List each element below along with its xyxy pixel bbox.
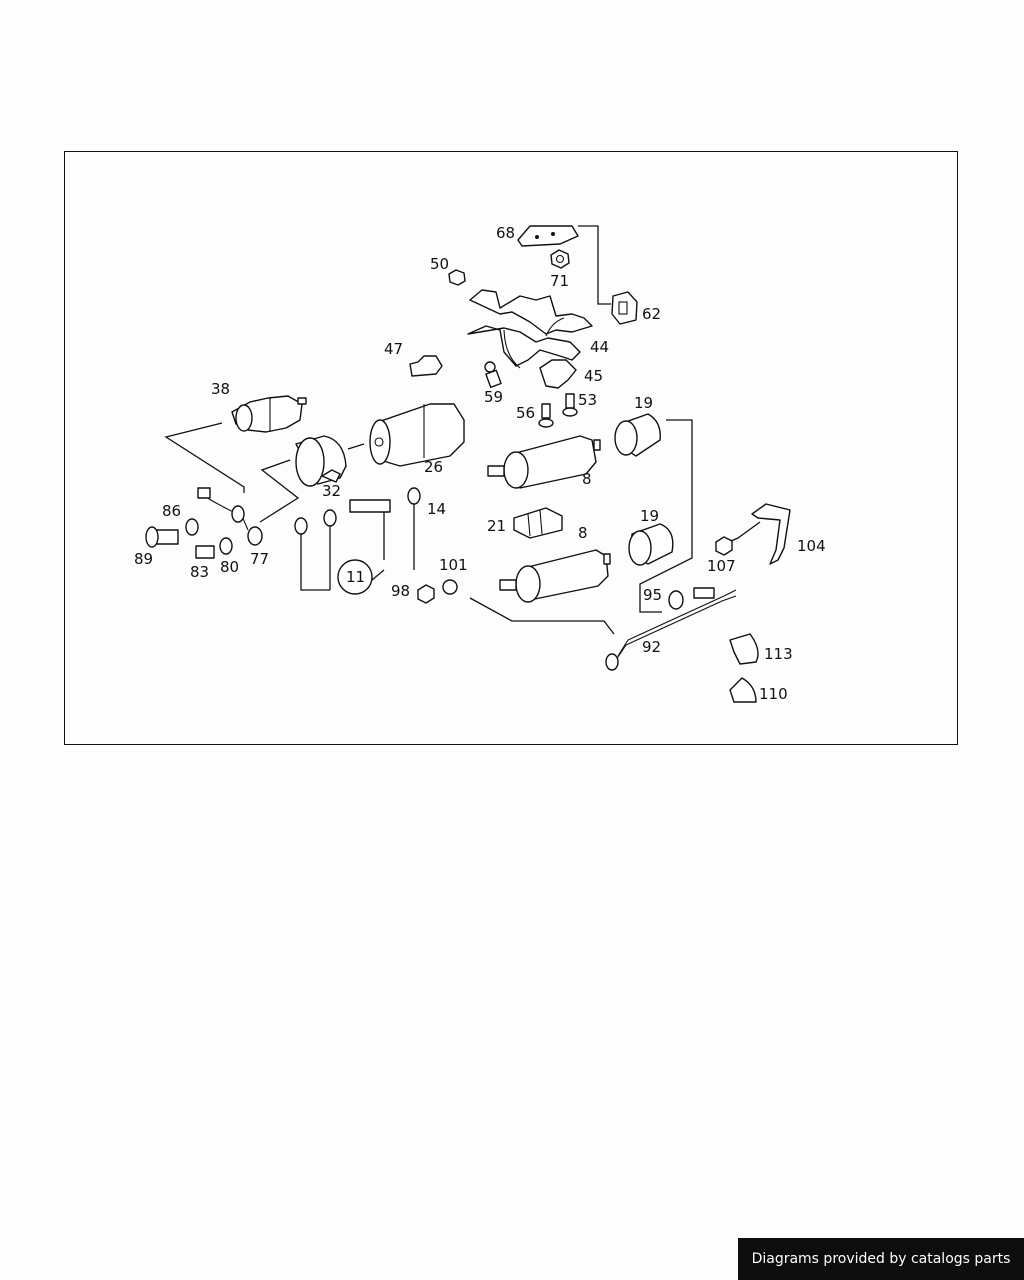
union-part-11c — [349, 499, 391, 513]
parts-diagram-frame — [64, 151, 958, 745]
washer-part-80 — [219, 537, 233, 555]
label-92: 92 — [642, 638, 661, 656]
label-68: 68 — [496, 224, 515, 242]
label-50: 50 — [430, 255, 449, 273]
bolt-part-53 — [562, 393, 578, 417]
lock-washer-part-101 — [442, 579, 458, 595]
strap-bracket-part-44 — [467, 289, 593, 369]
seal-ring-part-11a — [294, 517, 308, 535]
nut-part-98 — [417, 584, 435, 604]
label-14: 14 — [427, 500, 446, 518]
fuel-pump-part-8b — [499, 549, 611, 603]
clamp-ring-part-32 — [295, 435, 347, 487]
nut-part-71 — [550, 249, 570, 269]
hose-clamp-part-95 — [668, 590, 684, 610]
label-89: 89 — [134, 550, 153, 568]
clamp-part-45 — [539, 359, 577, 389]
bolt-part-56 — [538, 403, 554, 428]
mount-part-62 — [611, 291, 638, 325]
seal-ring-part-14 — [407, 487, 421, 505]
bracket-part-68 — [517, 225, 579, 247]
seal-ring-part-11b — [323, 509, 337, 527]
fuel-pump-part-8a — [487, 435, 601, 489]
label-21: 21 — [487, 517, 506, 535]
label-83: 83 — [190, 563, 209, 581]
label-19-bottom: 19 — [640, 507, 659, 525]
credit-banner: Diagrams provided by catalogs parts — [738, 1238, 1024, 1280]
label-110: 110 — [759, 685, 788, 703]
label-32: 32 — [322, 482, 341, 500]
nut-part-107 — [715, 536, 733, 556]
label-95: 95 — [643, 586, 662, 604]
label-8-bottom: 8 — [578, 524, 588, 542]
label-59: 59 — [484, 388, 503, 406]
bracket-part-104 — [751, 503, 791, 565]
label-71: 71 — [550, 272, 569, 290]
clip-part-47 — [409, 355, 443, 377]
label-45: 45 — [584, 367, 603, 385]
label-62: 62 — [642, 305, 661, 323]
part-labels: 68 50 71 62 44 47 45 59 38 56 53 19 26 3… — [134, 224, 826, 703]
holder-part-21 — [513, 507, 563, 539]
clip-part-113 — [729, 633, 759, 665]
label-53: 53 — [578, 391, 597, 409]
callout-circle-11 — [337, 559, 373, 595]
sleeve-part-19a — [614, 413, 661, 457]
label-26: 26 — [424, 458, 443, 476]
label-86: 86 — [162, 502, 181, 520]
label-56: 56 — [516, 404, 535, 422]
washer-part-near-89 — [185, 518, 199, 536]
damper-part-38 — [231, 395, 307, 433]
label-101: 101 — [439, 556, 468, 574]
label-38: 38 — [211, 380, 230, 398]
label-107: 107 — [707, 557, 736, 575]
label-98: 98 — [391, 582, 410, 600]
label-44: 44 — [590, 338, 609, 356]
label-77: 77 — [250, 550, 269, 568]
sleeve-part-19b — [628, 523, 674, 566]
fitting-part-77 — [247, 526, 263, 546]
label-19-top: 19 — [634, 394, 653, 412]
fuel-line-part-92 — [605, 587, 737, 671]
hose-part-86 — [197, 487, 249, 531]
label-47: 47 — [384, 340, 403, 358]
nut-part-50 — [448, 269, 466, 286]
banjo-bolt-part-89 — [145, 526, 179, 548]
label-113: 113 — [764, 645, 793, 663]
label-80: 80 — [220, 558, 239, 576]
label-8-top: 8 — [582, 470, 592, 488]
clip-part-110 — [729, 677, 757, 703]
fuel-filter-part-26 — [369, 403, 465, 467]
screw-part-59 — [484, 361, 502, 388]
label-104: 104 — [797, 537, 826, 555]
label-11: 11 — [346, 568, 365, 586]
nipple-part-83 — [195, 545, 215, 559]
